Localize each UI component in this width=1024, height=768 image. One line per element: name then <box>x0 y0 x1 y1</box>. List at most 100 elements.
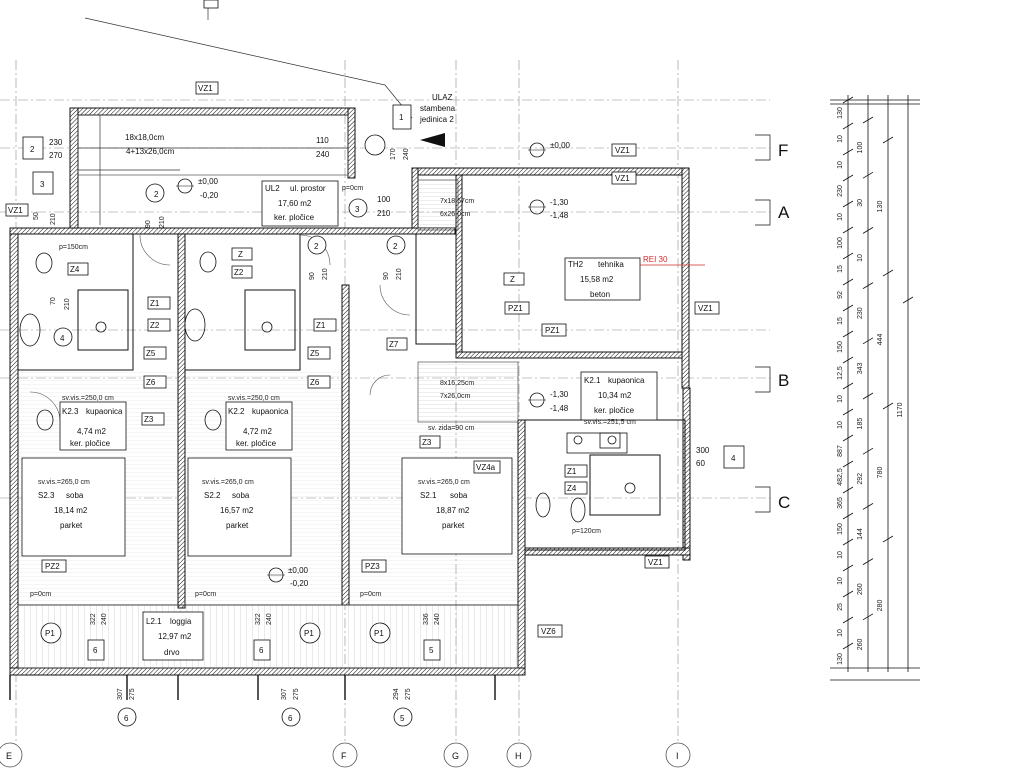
dimension-value: 10 <box>837 161 844 169</box>
svg-text:210: 210 <box>159 216 166 228</box>
dimension-tick <box>842 356 854 364</box>
dimension-value: 230 <box>837 185 844 197</box>
dimension-value: 10 <box>837 213 844 221</box>
dimension-value: 343 <box>857 362 864 374</box>
vertical-dims: 322 240 322 240 336 240 307 275 307 275 … <box>33 148 441 700</box>
dimension-chain-lines <box>830 95 920 681</box>
dimension-tick <box>842 590 854 598</box>
svg-text:18x18,0cm: 18x18,0cm <box>125 133 164 142</box>
dimension-value: 92 <box>837 291 844 299</box>
window-6-left: 6 <box>93 646 98 655</box>
room-outline-k21 <box>580 371 658 421</box>
svg-text:210: 210 <box>50 213 57 225</box>
dimension-tick <box>862 503 874 510</box>
entrance-marker-box <box>392 104 412 130</box>
dimension-value: 1170 <box>897 402 904 417</box>
svg-text:16,57 m2: 16,57 m2 <box>220 506 254 515</box>
dimension-value: 10 <box>857 254 864 262</box>
svg-text:Z: Z <box>510 275 515 284</box>
svg-text:P1: P1 <box>45 629 55 638</box>
dimension-tick <box>842 512 854 520</box>
dimension-value: 150 <box>837 341 844 353</box>
bottom-axis-circles <box>0 742 691 768</box>
ceiling-k22: sv.vis.=250,0 cm <box>228 395 280 402</box>
dimension-tick <box>862 447 874 455</box>
svg-text:110: 110 <box>316 136 329 145</box>
walls <box>9 107 691 676</box>
svg-text:PZ3: PZ3 <box>365 562 380 571</box>
svg-text:S2.2: S2.2 <box>204 491 221 500</box>
dimension-value: 10 <box>837 395 844 403</box>
svg-text:K2.2: K2.2 <box>228 407 245 416</box>
svg-text:ul. prostor: ul. prostor <box>290 184 326 193</box>
axis-label-bottom-f: F <box>341 751 347 761</box>
svg-text:Z: Z <box>238 250 243 259</box>
room-k21: K2.1 kupaonica 10,34 m2 ker. pločice <box>584 376 645 415</box>
svg-text:70: 70 <box>50 297 57 305</box>
svg-text:Z6: Z6 <box>146 378 156 387</box>
svg-text:soba: soba <box>66 491 84 500</box>
dimension-tick <box>862 171 874 179</box>
room-outline-th2 <box>564 257 641 301</box>
wall-tags: VZ1 VZ1 VZ1 VZ1 VZ1 VZ1 VZ4a VZ6 PZ1 PZ1… <box>5 81 720 638</box>
svg-text:p=150cm: p=150cm <box>59 244 88 251</box>
svg-text:p=0cm: p=0cm <box>30 591 51 598</box>
svg-text:ker. pločice: ker. pločice <box>236 439 277 448</box>
svg-text:3: 3 <box>355 205 360 214</box>
svg-text:VZ1: VZ1 <box>615 174 630 183</box>
svg-text:Z5: Z5 <box>310 349 320 358</box>
svg-text:210: 210 <box>64 298 71 310</box>
svg-text:210: 210 <box>322 268 329 280</box>
dimension-value: 280 <box>877 600 884 612</box>
dimension-value: 12,5 <box>837 366 844 380</box>
svg-text:240: 240 <box>316 150 330 159</box>
room-outline-k23 <box>59 401 127 451</box>
room-s22: sv.vis.=265,0 cm S2.2 soba 16,57 m2 park… <box>202 479 254 530</box>
room-ul2: UL2 ul. prostor 17,60 m2 ker. pločice <box>265 184 326 222</box>
room-th2: TH2 tehnika 15,58 m2 beton <box>568 260 624 299</box>
dimension-tick <box>882 269 894 277</box>
axis-label-a: A <box>778 203 790 222</box>
dimension-value: 185 <box>857 418 864 430</box>
dimension-tick <box>842 96 854 104</box>
dimension-value: 100 <box>837 237 844 249</box>
dimension-value: 230 <box>857 307 864 319</box>
svg-text:6x26,0cm: 6x26,0cm <box>440 211 471 218</box>
dimension-tick <box>842 278 854 286</box>
svg-text:Z2: Z2 <box>234 268 244 277</box>
dimension-value: 10 <box>837 577 844 585</box>
svg-text:parket: parket <box>60 521 83 530</box>
svg-text:-1,48: -1,48 <box>550 211 569 220</box>
svg-text:210: 210 <box>396 268 403 280</box>
dimension-tick <box>842 252 854 260</box>
p1-markers: P1 P1 P1 <box>45 629 384 638</box>
dimension-value: 130 <box>837 653 844 665</box>
dimension-value: 887 <box>837 445 844 457</box>
entrance-arrow-icon <box>420 133 445 147</box>
svg-text:4: 4 <box>60 334 65 343</box>
axis-label-b: B <box>778 371 789 390</box>
svg-text:L2.1: L2.1 <box>146 617 162 626</box>
stair-mid <box>417 179 459 231</box>
axis-label-c: C <box>778 493 790 512</box>
room-outline-ul2 <box>261 180 339 227</box>
stair-low <box>417 361 519 423</box>
svg-text:90: 90 <box>309 272 316 280</box>
svg-text:240: 240 <box>101 613 108 625</box>
dimension-tick <box>842 200 854 208</box>
grid-axis-brackets <box>755 134 771 513</box>
dimension-value: 780 <box>877 467 884 479</box>
dimension-tick <box>842 382 854 390</box>
svg-text:10,34 m2: 10,34 m2 <box>598 391 632 400</box>
svg-text:drvo: drvo <box>164 648 180 657</box>
dimension-tick <box>842 642 854 650</box>
svg-text:4: 4 <box>731 454 736 463</box>
svg-text:2: 2 <box>30 145 35 154</box>
axis-label-e: E <box>6 751 12 761</box>
svg-text:240: 240 <box>266 613 273 625</box>
svg-text:240: 240 <box>434 613 441 625</box>
dimension-value: 292 <box>857 473 864 485</box>
dimension-tick <box>862 337 874 345</box>
dimension-value: 444 <box>877 334 884 346</box>
